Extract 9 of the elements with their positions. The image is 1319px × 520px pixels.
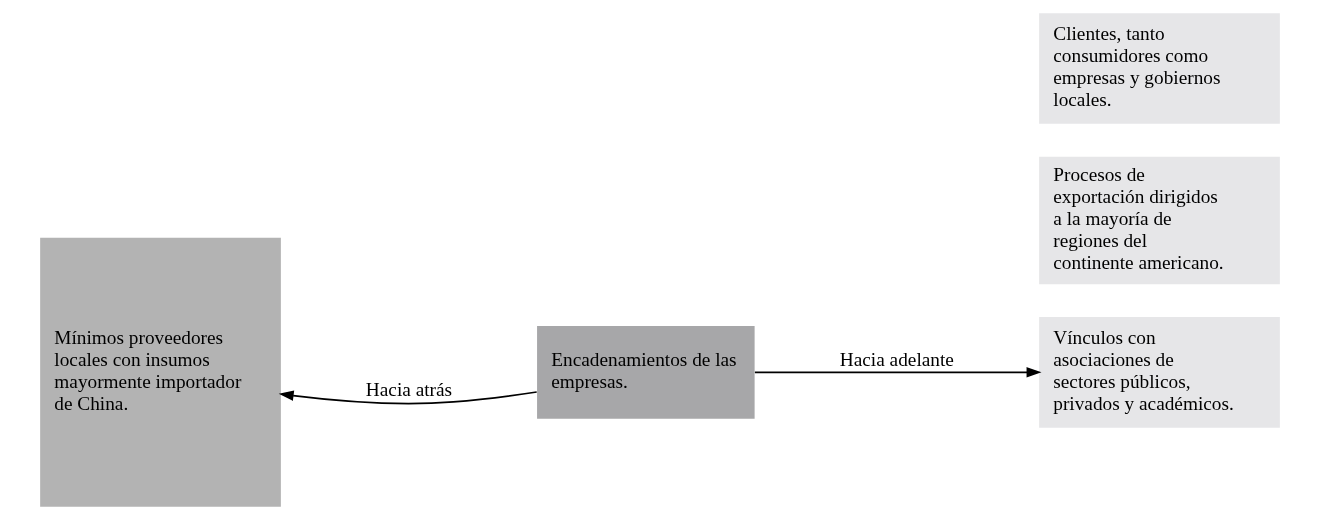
edge-label: Hacia adelante (839, 348, 954, 370)
arrow (753, 367, 1041, 378)
node-box: Encadenamientos de las empresas. (536, 326, 755, 419)
node-box: Clientes, tanto consumidores como empresas y gobiernos locales. (1038, 13, 1280, 124)
node-box: Vínculos con asociaciones de sectores públicos, privados y académicos. (1038, 316, 1280, 428)
arrow (278, 390, 538, 405)
node-box: Mínimos proveedores locales con insumos mayormente importador de China. (39, 237, 281, 507)
edge-label: Hacia atrás (365, 378, 452, 400)
node-box: Procesos de exportación dirigidos a la mayoría de regiones del continente americano. (1038, 156, 1280, 285)
